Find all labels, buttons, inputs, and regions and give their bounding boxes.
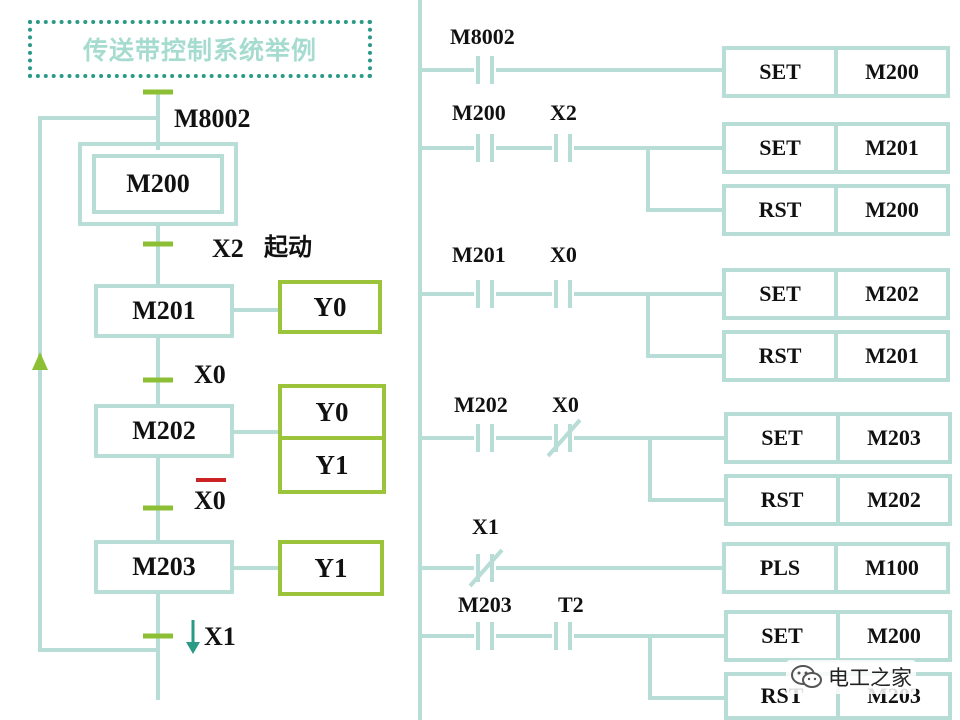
step-label: M200 — [126, 169, 190, 198]
wechat-icon — [791, 665, 822, 688]
contact-label: X0 — [552, 392, 579, 417]
step-m202: M202 — [94, 404, 234, 458]
coil-op: SET — [761, 425, 803, 450]
initial-step-outer — [78, 142, 238, 226]
coil-op: SET — [759, 281, 801, 306]
step-m201: M201 — [94, 284, 234, 338]
coil-rst-m202: RST M202 — [724, 474, 952, 526]
contact-label: T2 — [558, 592, 584, 617]
transition-label: X0 — [194, 360, 226, 389]
coil-device: M200 — [836, 614, 948, 658]
contact-label: X0 — [550, 242, 577, 267]
coil-device: M203 — [836, 416, 948, 460]
step-label: M201 — [132, 296, 196, 325]
output-y1: Y1 — [278, 436, 386, 494]
coil-pls-m100: PLS M100 — [722, 542, 950, 594]
contact-label: X2 — [550, 100, 577, 125]
output-y1: Y1 — [278, 540, 384, 596]
coil-set-m200: SET M200 — [724, 610, 952, 662]
transition-label: X0 — [194, 486, 226, 515]
up-arrow-icon — [32, 352, 48, 370]
coil-rst-m200: RST M200 — [722, 184, 950, 236]
watermark-text: 电工之家 — [828, 666, 912, 690]
transition-label: X2 — [212, 234, 244, 263]
contact-label: M202 — [454, 392, 508, 417]
coil-device: M200 — [834, 188, 946, 232]
transition-label: X1 — [204, 622, 236, 651]
coil-device: M201 — [834, 126, 946, 170]
output-label: Y1 — [315, 449, 349, 480]
coil-op: SET — [759, 135, 801, 160]
page-title: 传送带控制系统举例 — [28, 20, 372, 78]
coil-op: RST — [758, 343, 802, 368]
step-label: M202 — [132, 416, 196, 445]
coil-set-m200: SET M200 — [722, 46, 950, 98]
coil-device: M200 — [834, 50, 946, 94]
coil-set-m201: SET M201 — [722, 122, 950, 174]
step-m200: M200 — [92, 154, 224, 214]
contact-label: M203 — [458, 592, 512, 617]
coil-device: M202 — [834, 272, 946, 316]
watermark: 电工之家 — [786, 660, 916, 694]
output-label: Y0 — [313, 291, 347, 322]
output-y0: Y0 — [278, 384, 386, 440]
down-arrow-icon — [186, 642, 200, 654]
coil-device: M202 — [836, 478, 948, 522]
coil-op: RST — [760, 487, 804, 512]
step-m203: M203 — [94, 540, 234, 594]
output-y0: Y0 — [278, 280, 382, 334]
coil-op: SET — [759, 59, 801, 84]
contact-label: M8002 — [450, 24, 515, 49]
coil-rst-m201: RST M201 — [722, 330, 950, 382]
coil-op: PLS — [759, 555, 801, 580]
coil-op: SET — [761, 623, 803, 648]
coil-op: RST — [758, 197, 802, 222]
init-condition-label: M8002 — [174, 104, 251, 133]
output-label: Y0 — [315, 396, 349, 427]
contact-label: M201 — [452, 242, 506, 267]
coil-set-m203: SET M203 — [724, 412, 952, 464]
transition-note: 起动 — [264, 233, 312, 261]
contact-label: X1 — [472, 514, 499, 539]
coil-device: M100 — [834, 546, 946, 590]
contact-label: M200 — [452, 100, 506, 125]
coil-set-m202: SET M202 — [722, 268, 950, 320]
coil-device: M201 — [834, 334, 946, 378]
step-label: M203 — [132, 552, 196, 581]
output-label: Y1 — [314, 552, 348, 583]
